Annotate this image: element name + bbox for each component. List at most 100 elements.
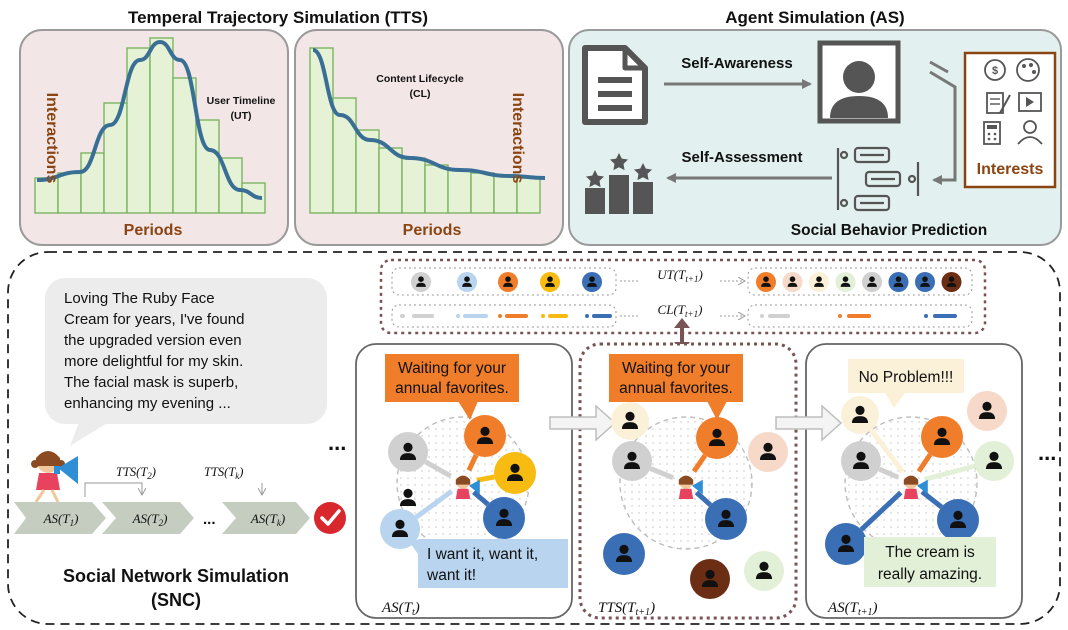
panel2-label: TTS(Tt+1) bbox=[598, 600, 655, 618]
svg-text:No Problem!!!: No Problem!!! bbox=[859, 369, 954, 386]
sports-icon bbox=[1017, 120, 1043, 145]
calculator-icon bbox=[983, 121, 1001, 145]
user-timeline-panel: Interactions User Timeline (UT) Periods bbox=[19, 29, 289, 246]
svg-text:I want it, want it,: I want it, want it, bbox=[427, 546, 538, 563]
panel-arrow-2 bbox=[775, 404, 843, 442]
interests-label: Interests bbox=[977, 161, 1044, 178]
chain-dots: ... bbox=[203, 511, 216, 528]
social-behavior-label: Social Behavior Prediction bbox=[791, 222, 987, 239]
user-icon bbox=[809, 272, 829, 292]
panel3-label: AS(Tt+1) bbox=[827, 600, 878, 618]
histogram-bar bbox=[378, 147, 403, 214]
chain-step-k: AS(Tk) bbox=[222, 502, 310, 534]
user-icon bbox=[705, 498, 747, 540]
chain-step-1: AS(T1) bbox=[14, 502, 106, 534]
user-icon bbox=[835, 272, 856, 292]
tts-title: Temperal Trajectory Simulation (TTS) bbox=[128, 8, 428, 27]
next-timeline-box: UT(Tt+1) CL(Tt+1) bbox=[379, 258, 987, 335]
histogram-bar bbox=[470, 172, 495, 214]
histogram-bar bbox=[309, 47, 334, 214]
user-icon bbox=[380, 509, 420, 549]
user-icon bbox=[782, 272, 803, 292]
snc-dashed-container bbox=[7, 251, 1061, 625]
palette-icon bbox=[1016, 58, 1040, 82]
user-icon bbox=[967, 391, 1007, 431]
svg-text:AS(T1): AS(T1) bbox=[43, 511, 79, 528]
content-lifecycle-panel: Interactions Content Lifecycle (CL) Peri… bbox=[294, 29, 564, 246]
user-icon bbox=[603, 533, 645, 575]
user-icon bbox=[411, 272, 431, 292]
user-icon bbox=[494, 452, 536, 494]
panel1-bubble: Waiting for your annual favorites. bbox=[385, 354, 519, 420]
video-icon bbox=[1018, 92, 1042, 112]
user-icon bbox=[388, 432, 428, 472]
cl-next-label: CL(Tt+1) bbox=[658, 302, 703, 319]
promoter-icon bbox=[678, 475, 703, 499]
user-icon bbox=[974, 441, 1014, 481]
writing-icon bbox=[986, 92, 1011, 114]
user-icon bbox=[841, 441, 881, 481]
user-icon bbox=[862, 272, 882, 292]
tts-t2-label: TTS(T2) bbox=[116, 465, 156, 481]
user-icon bbox=[690, 559, 730, 599]
svg-text:annual favorites.: annual favorites. bbox=[395, 380, 509, 397]
cl-axis-y: Interactions bbox=[509, 93, 526, 184]
network-graph bbox=[825, 391, 1014, 565]
histogram-bar bbox=[401, 157, 426, 214]
network-graph bbox=[603, 402, 788, 599]
cl-curve bbox=[312, 48, 546, 180]
user-icon bbox=[457, 272, 477, 292]
panel1-label: AS(Tt) bbox=[381, 600, 420, 618]
svg-text:AS(T2): AS(T2) bbox=[132, 511, 168, 528]
svg-text:AS(Tk): AS(Tk) bbox=[250, 511, 285, 528]
user-icon bbox=[841, 396, 879, 434]
svg-text:Waiting for your: Waiting for your bbox=[622, 360, 730, 377]
as-title: Agent Simulation (AS) bbox=[725, 8, 904, 27]
check-icon bbox=[314, 502, 346, 534]
ranking-icon bbox=[585, 153, 653, 214]
user-icon bbox=[915, 272, 935, 292]
user-icon bbox=[756, 272, 776, 292]
panel-arrow-1 bbox=[549, 404, 617, 442]
interests-box: $ bbox=[963, 51, 1057, 189]
user-icon bbox=[744, 551, 784, 591]
ut-abbr: (UT) bbox=[231, 110, 252, 122]
self-awareness-label: Self-Awareness bbox=[681, 55, 792, 72]
promoter-icon bbox=[455, 475, 480, 499]
user-icon bbox=[888, 272, 909, 292]
user-icon bbox=[611, 402, 649, 440]
svg-text:Waiting for your: Waiting for your bbox=[398, 360, 506, 377]
ut-axis-y: Interactions bbox=[43, 93, 60, 184]
histogram-bar bbox=[57, 172, 82, 214]
user-icon bbox=[582, 272, 602, 292]
ut-label: User Timeline bbox=[207, 95, 276, 107]
user-icon bbox=[540, 272, 560, 292]
document-icon bbox=[582, 45, 648, 125]
user-icon bbox=[921, 416, 963, 458]
agent-simulation-panel: Self-Awareness $ bbox=[568, 29, 1062, 246]
histogram-bar bbox=[149, 37, 174, 214]
user-icon bbox=[825, 523, 867, 565]
user-icon bbox=[498, 272, 518, 292]
cl-label: Content Lifecycle bbox=[376, 73, 464, 85]
panel3-bubble: No Problem!!! bbox=[848, 359, 964, 408]
ut-axis-x: Periods bbox=[124, 222, 183, 239]
user-icon bbox=[612, 441, 652, 481]
ut-next-label: UT(Tt+1) bbox=[657, 267, 703, 284]
histogram-bar bbox=[447, 169, 472, 214]
snc-title-line1: Social Network Simulation bbox=[63, 566, 289, 586]
promoter-icon bbox=[903, 475, 928, 499]
svg-text:want it!: want it! bbox=[426, 567, 476, 584]
histogram-bar bbox=[80, 152, 105, 214]
person-icon bbox=[817, 40, 901, 124]
panel1-reply: I want it, want it, want it! bbox=[408, 539, 568, 588]
chain-step-2: AS(T2) bbox=[102, 502, 194, 534]
user-icon bbox=[696, 417, 738, 459]
left-ellipsis: ... bbox=[328, 430, 346, 455]
user-icon bbox=[483, 497, 525, 539]
cl-abbr: (CL) bbox=[410, 88, 431, 100]
svg-text:annual favorites.: annual favorites. bbox=[619, 380, 733, 397]
histogram-bar bbox=[424, 164, 449, 214]
